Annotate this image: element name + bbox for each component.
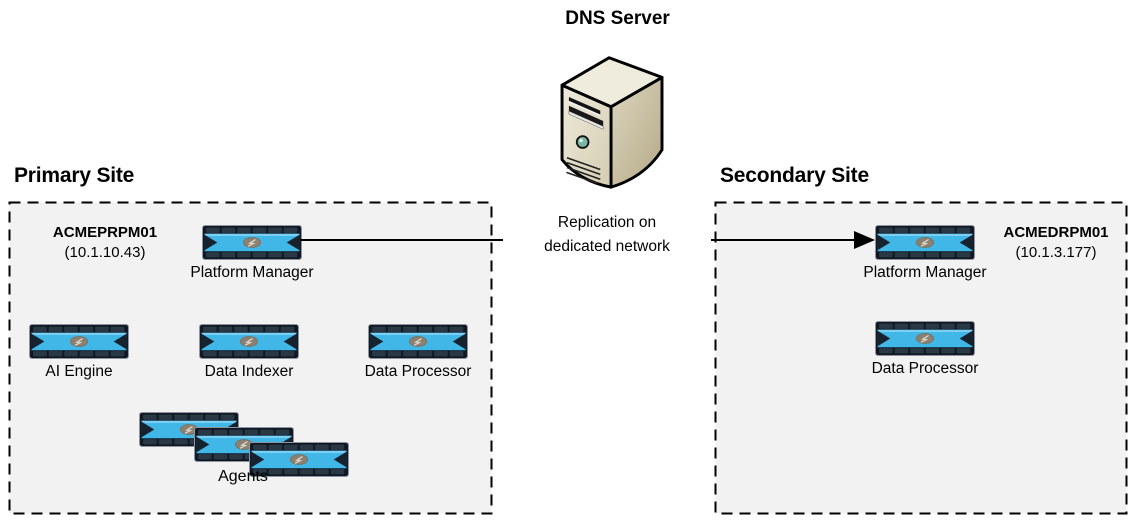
ai-engine-label: AI Engine xyxy=(45,363,113,380)
ai-engine-appliance-icon xyxy=(29,324,129,359)
agents-label: Agents xyxy=(218,468,268,485)
data-indexer-appliance-icon xyxy=(199,324,299,359)
dns-server-title: DNS Server xyxy=(565,8,670,29)
tower-server-icon xyxy=(554,46,672,193)
secondary-platform-manager-label: Platform Manager xyxy=(863,264,987,281)
primary-platform-manager-appliance-icon xyxy=(202,225,302,260)
replication-arrow-head xyxy=(854,231,875,249)
secondary-data-processor-label: Data Processor xyxy=(871,360,979,377)
replication-label-line1: Replication on xyxy=(557,214,657,231)
replication-label: Replication on dedicated network xyxy=(503,210,711,261)
agent-appliance-icon-3 xyxy=(249,442,349,477)
secondary-data-processor-appliance-icon xyxy=(875,321,975,356)
data-indexer-label: Data Indexer xyxy=(204,363,294,380)
primary-pm-host: ACMEPRPM01 (10.1.10.43) xyxy=(25,223,185,262)
secondary-platform-manager-appliance-icon xyxy=(875,225,975,260)
primary-site-title: Primary Site xyxy=(14,164,135,187)
secondary-site-title: Secondary Site xyxy=(720,164,869,187)
primary-data-processor-label: Data Processor xyxy=(364,363,472,380)
primary-platform-manager-label: Platform Manager xyxy=(190,264,314,281)
secondary-pm-ip: (10.1.3.177) xyxy=(1015,243,1097,261)
replication-label-line2: dedicated network xyxy=(544,238,670,256)
secondary-pm-host: ACMEDRPM01 (10.1.3.177) xyxy=(988,223,1124,262)
primary-pm-ip: (10.1.10.43) xyxy=(64,243,146,261)
primary-data-processor-appliance-icon xyxy=(368,324,468,359)
secondary-pm-hostname: ACMEDRPM01 xyxy=(1003,224,1109,241)
primary-pm-hostname: ACMEPRPM01 xyxy=(52,224,158,241)
